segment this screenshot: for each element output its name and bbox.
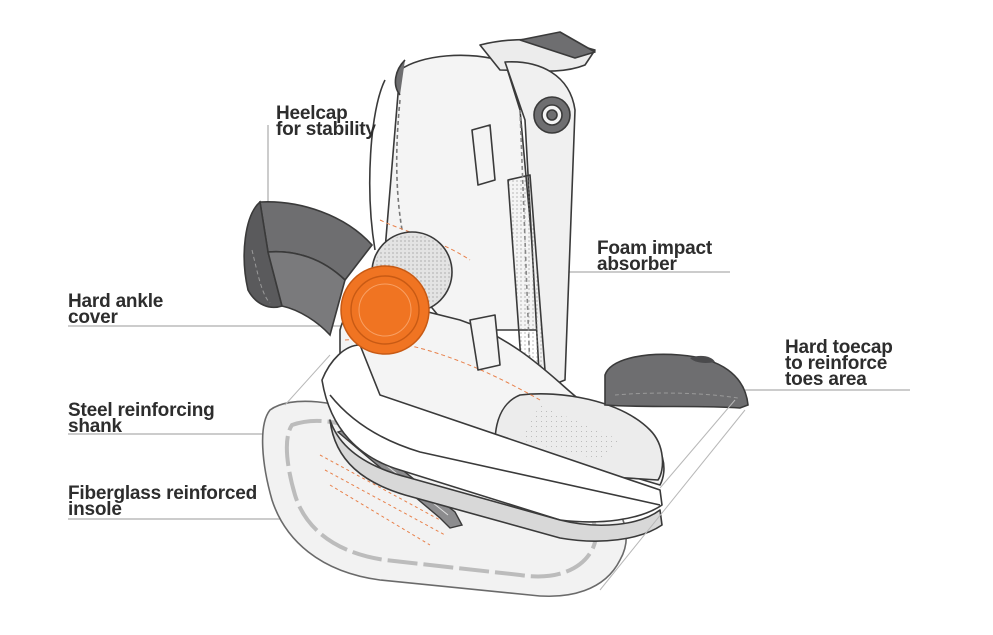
label-toecap-line1: Hard toecap	[785, 337, 893, 358]
label-foam-line2: absorber	[597, 254, 677, 275]
toecap-part	[604, 353, 749, 409]
label-ankle-line1: Hard ankle	[68, 291, 164, 312]
label-toecap-line2: to reinforce	[785, 353, 888, 374]
label-shank-line2: shank	[68, 416, 122, 437]
boot-body	[321, 31, 665, 542]
label-steel-shank: Steel reinforcing shank	[68, 400, 215, 437]
label-insole: Fiberglass reinforced insole	[68, 483, 258, 520]
label-toecap-line3: toes area	[785, 369, 867, 390]
label-insole-line2: insole	[68, 499, 122, 520]
label-insole-line1: Fiberglass reinforced	[68, 483, 258, 504]
label-toecap: Hard toecap to reinforce toes area	[785, 337, 893, 390]
ankle-cover-part	[340, 265, 430, 355]
heelcap-part	[243, 200, 374, 337]
label-ankle-line2: cover	[68, 307, 118, 328]
boa-dial	[533, 96, 571, 134]
label-heelcap: Heelcap for stability	[276, 103, 376, 140]
label-foam-absorber: Foam impact absorber	[597, 238, 712, 275]
label-heelcap-line1: Heelcap	[276, 103, 348, 124]
label-ankle-cover: Hard ankle cover	[68, 291, 164, 328]
label-foam-line1: Foam impact	[597, 238, 712, 259]
label-shank-line1: Steel reinforcing	[68, 400, 215, 421]
label-heelcap-line2: for stability	[276, 119, 376, 140]
explode-guides	[284, 354, 746, 591]
